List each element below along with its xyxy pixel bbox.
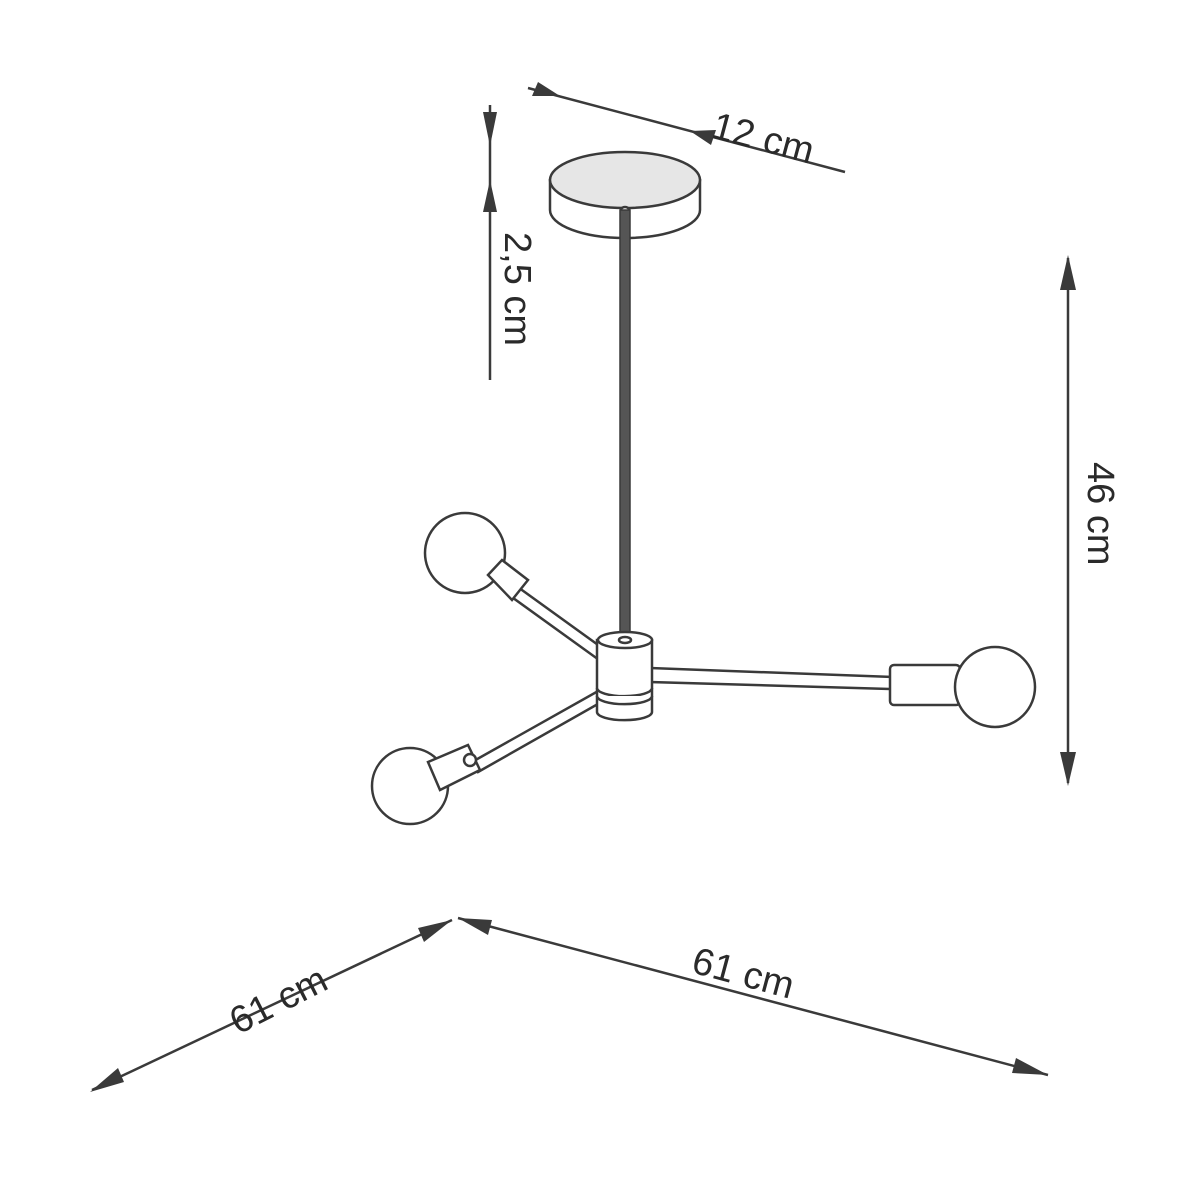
center-hub [595, 630, 654, 722]
canopy [548, 150, 702, 240]
canopy-diameter-label: 12 cm [708, 105, 819, 172]
total-height-label: 46 cm [1079, 462, 1121, 565]
width-left-label: 61 cm [223, 959, 334, 1043]
arm-right [648, 645, 1037, 729]
width-right-label: 61 cm [688, 940, 799, 1007]
canopy-height-label: 2,5 cm [496, 232, 538, 346]
width-dimensions: 61 cm 61 cm [90, 916, 1049, 1092]
arm-upper-left [423, 511, 614, 667]
suspension-rod [619, 209, 631, 641]
arm-lower-left [370, 688, 607, 826]
total-height-dimension: 46 cm [1060, 255, 1121, 786]
canopy-height-dimension: 2,5 cm [483, 105, 538, 380]
